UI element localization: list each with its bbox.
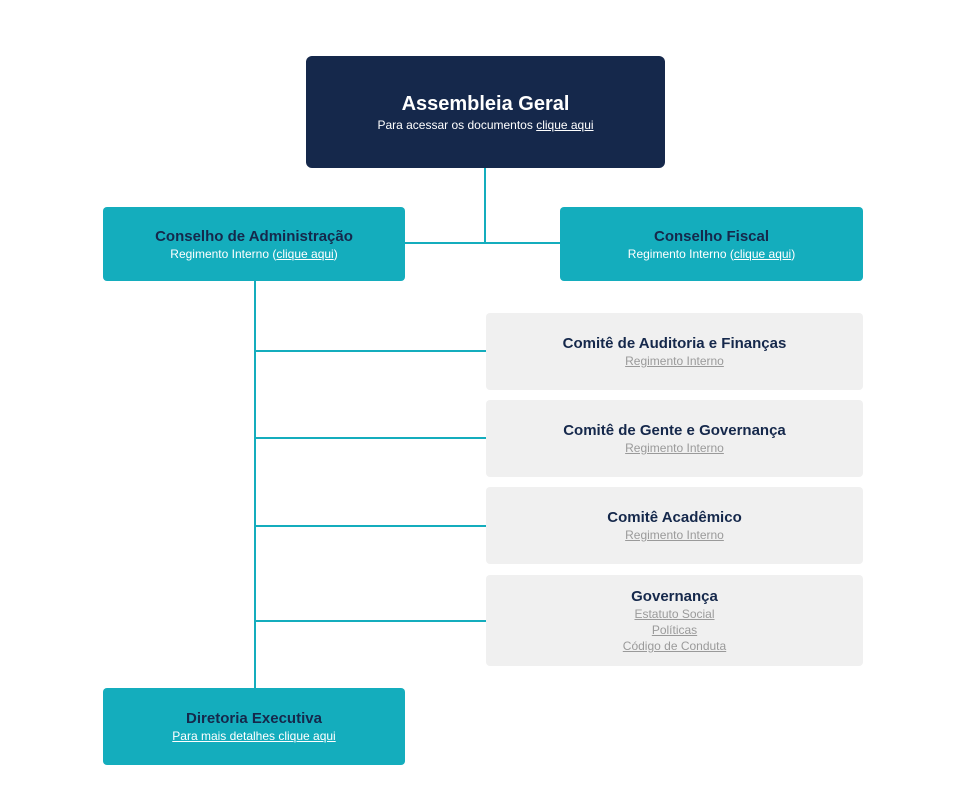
diretoria-executiva-title: Diretoria Executiva bbox=[186, 710, 322, 727]
comite-academico-title: Comitê Acadêmico bbox=[607, 509, 742, 526]
governanca-title: Governança bbox=[631, 588, 718, 605]
comite-academico-link[interactable]: Regimento Interno bbox=[625, 528, 724, 542]
connector-comite-auditoria bbox=[254, 350, 486, 352]
connector-assembleia-down bbox=[484, 168, 486, 244]
connector-conselho-adm-trunk bbox=[254, 281, 256, 688]
conselho-administracao-link[interactable]: clique aqui bbox=[276, 246, 334, 261]
conselho-administracao-box: Conselho de Administração Regimento Inte… bbox=[103, 207, 405, 281]
connector-comite-gente bbox=[254, 437, 486, 439]
conselho-fiscal-subtitle: Regimento Interno (clique aqui) bbox=[628, 246, 795, 262]
assembleia-geral-link[interactable]: clique aqui bbox=[536, 118, 594, 132]
comite-gente-box: Comitê de Gente e Governança Regimento I… bbox=[486, 400, 863, 477]
governanca-link-estatuto[interactable]: Estatuto Social bbox=[634, 607, 715, 621]
conselho-fiscal-title: Conselho Fiscal bbox=[653, 227, 770, 245]
conselho-administracao-text: Regimento Interno ( bbox=[170, 246, 277, 261]
governanca-link-politicas[interactable]: Políticas bbox=[651, 623, 698, 637]
assembleia-geral-text: Para acessar os documentos bbox=[377, 118, 537, 132]
diretoria-executiva-subtitle: Para mais detalhes clique aqui bbox=[172, 728, 335, 744]
conselho-fiscal-box: Conselho Fiscal Regimento Interno (cliqu… bbox=[560, 207, 863, 281]
comite-academico-box: Comitê Acadêmico Regimento Interno bbox=[486, 487, 863, 564]
connector-conselhos-horizontal bbox=[405, 242, 560, 244]
connector-comite-academico bbox=[254, 525, 486, 527]
comite-gente-title: Comitê de Gente e Governança bbox=[563, 422, 786, 439]
comite-gente-link[interactable]: Regimento Interno bbox=[625, 441, 724, 455]
governanca-box: Governança Estatuto Social Políticas Cód… bbox=[486, 575, 863, 666]
conselho-administracao-text-end: ) bbox=[333, 246, 338, 261]
connector-governanca bbox=[254, 620, 486, 622]
conselho-fiscal-link[interactable]: clique aqui bbox=[733, 246, 792, 261]
assembleia-geral-box: Assembleia Geral Para acessar os documen… bbox=[306, 56, 665, 168]
conselho-fiscal-text: Regimento Interno ( bbox=[627, 246, 734, 261]
conselho-administracao-title: Conselho de Administração bbox=[155, 227, 353, 245]
comite-auditoria-link[interactable]: Regimento Interno bbox=[625, 354, 724, 368]
diretoria-executiva-link[interactable]: Para mais detalhes clique aqui bbox=[172, 729, 336, 743]
conselho-fiscal-text-end: ) bbox=[791, 246, 796, 261]
assembleia-geral-subtitle: Para acessar os documentos clique aqui bbox=[377, 117, 593, 133]
diretoria-executiva-box: Diretoria Executiva Para mais detalhes c… bbox=[103, 688, 405, 765]
governanca-link-codigo[interactable]: Código de Conduta bbox=[622, 639, 727, 653]
assembleia-geral-title: Assembleia Geral bbox=[401, 93, 570, 115]
comite-auditoria-title: Comitê de Auditoria e Finanças bbox=[562, 335, 787, 352]
conselho-administracao-subtitle: Regimento Interno (clique aqui) bbox=[170, 246, 337, 262]
comite-auditoria-box: Comitê de Auditoria e Finanças Regimento… bbox=[486, 313, 863, 390]
